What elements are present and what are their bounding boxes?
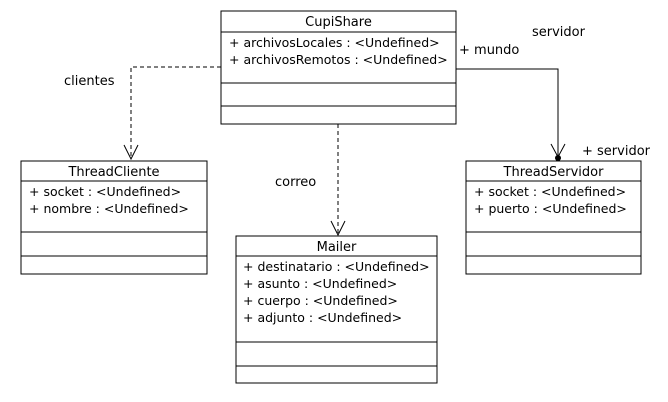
class-box-threadcliente[interactable]: ThreadCliente + socket : <Undefined> + n… — [20, 160, 208, 275]
attribute-asunto: + asunto : <Undefined> — [243, 276, 397, 291]
attribute-archivos-locales: + archivosLocales : <Undefined> — [229, 35, 440, 50]
class-box-cupishare[interactable]: CupiShare + archivosLocales : <Undefined… — [220, 10, 457, 125]
class-box-threadservidor[interactable]: ThreadServidor + socket : <Undefined> + … — [465, 160, 642, 275]
association-end-dot-icon — [555, 155, 561, 161]
relation-label-clientes: clientes — [64, 74, 115, 89]
dependency-cupishare-threadcliente[interactable] — [123, 66, 221, 161]
class-name-cupishare: CupiShare — [305, 15, 372, 30]
attribute-socket: + socket : <Undefined> — [474, 184, 626, 199]
attribute-archivos-remotos: + archivosRemotos : <Undefined> — [229, 52, 448, 67]
class-name-threadcliente: ThreadCliente — [67, 165, 159, 180]
association-cupishare-threadservidor[interactable] — [456, 68, 566, 161]
class-name-threadservidor: ThreadServidor — [503, 165, 605, 180]
class-name-mailer: Mailer — [317, 240, 357, 255]
association-name-servidor: servidor — [532, 25, 586, 40]
role-label-mundo: + mundo — [459, 43, 519, 58]
attribute-socket: + socket : <Undefined> — [29, 184, 181, 199]
dependency-cupishare-mailer[interactable] — [330, 124, 346, 237]
class-box-mailer[interactable]: Mailer + destinatario : <Undefined> + as… — [235, 235, 438, 384]
role-label-servidor: + servidor — [582, 144, 651, 159]
attribute-cuerpo: + cuerpo : <Undefined> — [243, 293, 398, 308]
relation-label-correo: correo — [275, 175, 316, 190]
attribute-destinatario: + destinatario : <Undefined> — [243, 259, 430, 274]
open-arrowhead-icon — [123, 144, 139, 161]
attribute-puerto: + puerto : <Undefined> — [474, 201, 627, 216]
open-arrowhead-icon — [330, 220, 346, 237]
attribute-adjunto: + adjunto : <Undefined> — [243, 310, 402, 325]
attribute-nombre: + nombre : <Undefined> — [29, 201, 189, 216]
